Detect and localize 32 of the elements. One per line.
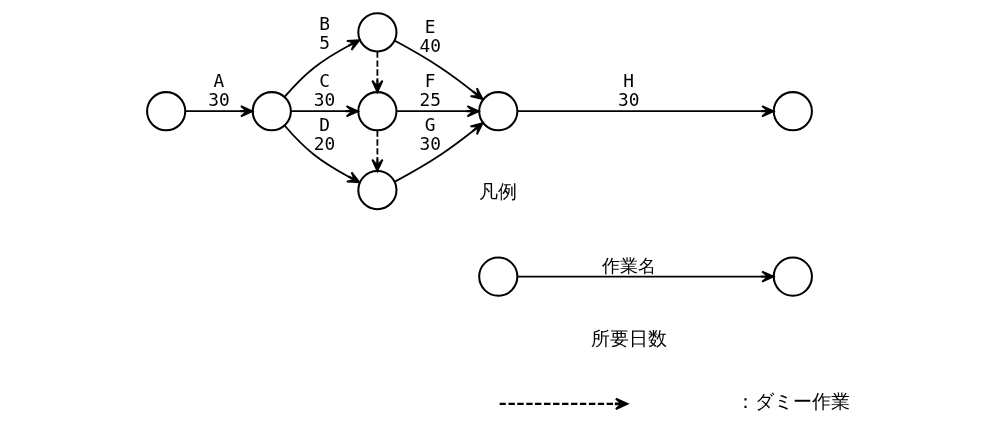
arrow (395, 105, 480, 118)
edge-label: B 5 (319, 13, 330, 54)
label: 所要日数 (590, 326, 667, 349)
node-circle (146, 91, 187, 132)
arrow (371, 50, 384, 93)
node-circle (357, 91, 398, 132)
arrow (516, 270, 775, 283)
edge-label: G 30 (419, 113, 441, 154)
legend-label: ：ダミー作業 (735, 390, 850, 413)
node-circle (357, 12, 398, 53)
arrow (283, 39, 361, 98)
label: 凡例 (479, 180, 518, 203)
edge-label: A 30 (208, 70, 230, 111)
node-circle (357, 170, 398, 211)
arrow (394, 122, 484, 183)
edge-label: C 30 (313, 70, 336, 111)
node-circle (478, 91, 519, 132)
node-circle (478, 256, 519, 297)
edge-label: H 30 (617, 70, 640, 111)
arrow (371, 129, 384, 172)
node-circle (772, 256, 813, 297)
arrow (290, 105, 359, 118)
arrow (394, 39, 484, 101)
edge-label: E 40 (419, 15, 441, 56)
edge-label: D 20 (313, 113, 336, 154)
node-circle (772, 91, 813, 132)
edge-label: 作業名 (601, 254, 656, 276)
arrow (184, 105, 254, 118)
arrow (516, 105, 775, 118)
arrow (283, 124, 361, 184)
edge-label: F 25 (419, 70, 441, 111)
node-circle (251, 91, 292, 132)
